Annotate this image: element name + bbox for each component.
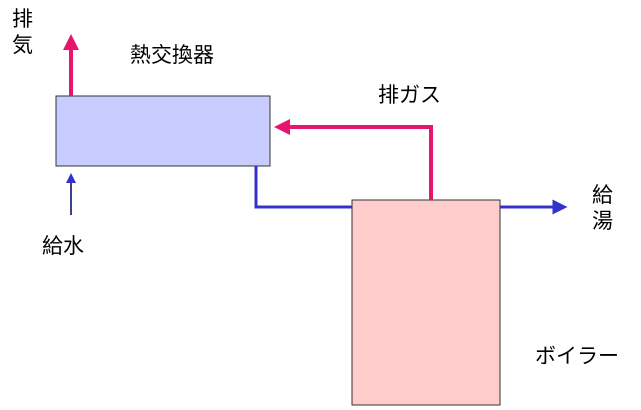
exhaust-label: 排気	[12, 7, 33, 57]
water-pipe	[254, 166, 352, 209]
exhaust-gas-arrow	[274, 119, 433, 200]
exhaust-gas-label: 排ガス	[378, 83, 441, 107]
heat-exchanger-box	[55, 95, 271, 167]
heat-exchanger-label: 熱交換器	[130, 43, 214, 67]
boiler-label: ボイラー	[535, 344, 619, 368]
water-supply-label: 給水	[42, 234, 84, 258]
hot-water-supply-label: 給湯	[592, 183, 613, 233]
boiler-box	[351, 199, 501, 406]
